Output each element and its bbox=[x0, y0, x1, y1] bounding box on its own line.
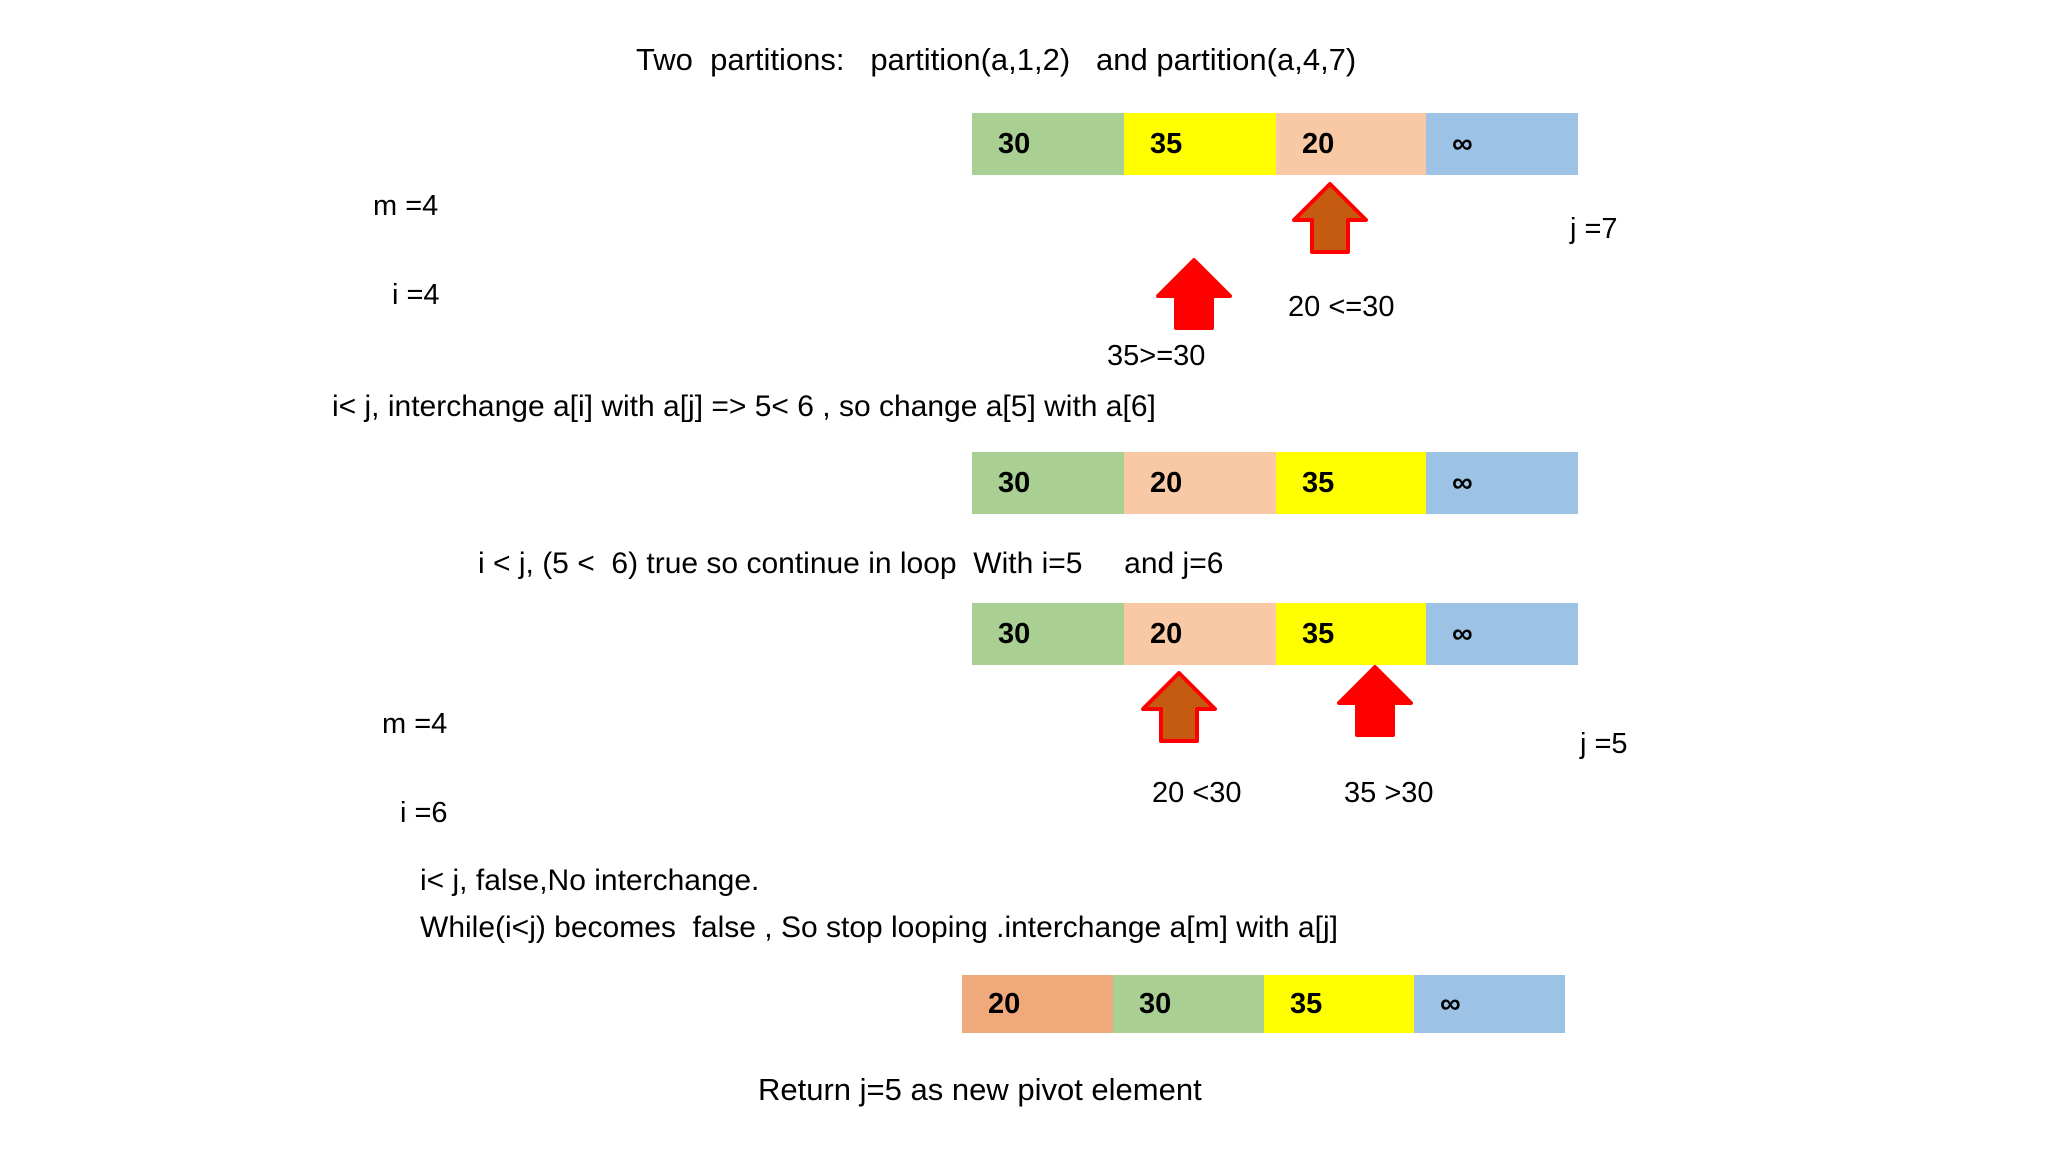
array-cell: 35 bbox=[1264, 975, 1414, 1033]
array-row: 30 20 35 ∞ bbox=[972, 603, 1578, 665]
array-cell-value: 35 bbox=[1302, 617, 1335, 650]
array-cell-value: 20 bbox=[988, 987, 1021, 1020]
array-cell: 30 bbox=[972, 452, 1124, 514]
array-cell-value: 35 bbox=[1290, 987, 1323, 1020]
array-row: 20 30 35 ∞ bbox=[962, 975, 1565, 1033]
array-cell: ∞ bbox=[1426, 113, 1578, 175]
comparison-i-step3: 35 >30 bbox=[1344, 777, 1434, 809]
array-cell: 35 bbox=[1276, 603, 1426, 665]
note-step3-line1: i< j, false,No interchange. bbox=[420, 864, 760, 897]
array-cell: ∞ bbox=[1426, 603, 1578, 665]
array-cell-value: 20 bbox=[1150, 617, 1183, 650]
caption-step4: Return j=5 as new pivot element bbox=[758, 1072, 1202, 1107]
j-pointer-arrow-brown-icon bbox=[1141, 671, 1217, 743]
label-j-step1: j =7 bbox=[1570, 213, 1618, 245]
array-cell-value: 20 bbox=[1150, 466, 1183, 499]
j-pointer-arrow-brown-icon bbox=[1292, 182, 1368, 254]
array-cell-value: 30 bbox=[1139, 987, 1172, 1020]
note-step2: i < j, (5 < 6) true so continue in loop … bbox=[478, 547, 1224, 580]
array-cell: 20 bbox=[1124, 603, 1276, 665]
array-cell-value: 30 bbox=[998, 466, 1031, 499]
array-cell-value: 35 bbox=[1302, 466, 1335, 499]
i-pointer-arrow-red-icon bbox=[1156, 258, 1232, 330]
array-cell-value: 30 bbox=[998, 127, 1031, 160]
array-cell: 20 bbox=[1276, 113, 1426, 175]
label-m-step1: m =4 bbox=[373, 190, 439, 222]
comparison-j-step1: 20 <=30 bbox=[1288, 291, 1395, 323]
array-cell-value: 35 bbox=[1150, 127, 1183, 160]
note-step3-line2: While(i<j) becomes false , So stop loopi… bbox=[420, 911, 1338, 944]
label-i-step1: i =4 bbox=[392, 279, 440, 311]
note-step1: i< j, interchange a[i] with a[j] => 5< 6… bbox=[332, 390, 1156, 423]
array-cell-value: ∞ bbox=[1440, 987, 1461, 1020]
array-cell: 35 bbox=[1276, 452, 1426, 514]
array-cell-value: ∞ bbox=[1452, 617, 1473, 650]
array-cell-value: ∞ bbox=[1452, 127, 1473, 160]
page-title: Two partitions: partition(a,1,2) and par… bbox=[636, 42, 1357, 77]
array-cell: 30 bbox=[1113, 975, 1264, 1033]
comparison-i-step1: 35>=30 bbox=[1107, 340, 1206, 372]
array-cell: ∞ bbox=[1414, 975, 1565, 1033]
array-cell: 20 bbox=[962, 975, 1113, 1033]
array-cell: 30 bbox=[972, 603, 1124, 665]
array-cell-value: 30 bbox=[998, 617, 1031, 650]
array-cell-value: ∞ bbox=[1452, 466, 1473, 499]
array-cell: 35 bbox=[1124, 113, 1276, 175]
label-i-step3: i =6 bbox=[400, 797, 448, 829]
array-cell-value: 20 bbox=[1302, 127, 1335, 160]
array-row: 30 20 35 ∞ bbox=[972, 452, 1578, 514]
array-cell: ∞ bbox=[1426, 452, 1578, 514]
i-pointer-arrow-red-icon bbox=[1337, 665, 1413, 737]
label-j-step3: j =5 bbox=[1580, 728, 1628, 760]
array-row: 30 35 20 ∞ bbox=[972, 113, 1578, 175]
label-m-step3: m =4 bbox=[382, 708, 448, 740]
comparison-j-step3: 20 <30 bbox=[1152, 777, 1242, 809]
array-cell: 30 bbox=[972, 113, 1124, 175]
array-cell: 20 bbox=[1124, 452, 1276, 514]
